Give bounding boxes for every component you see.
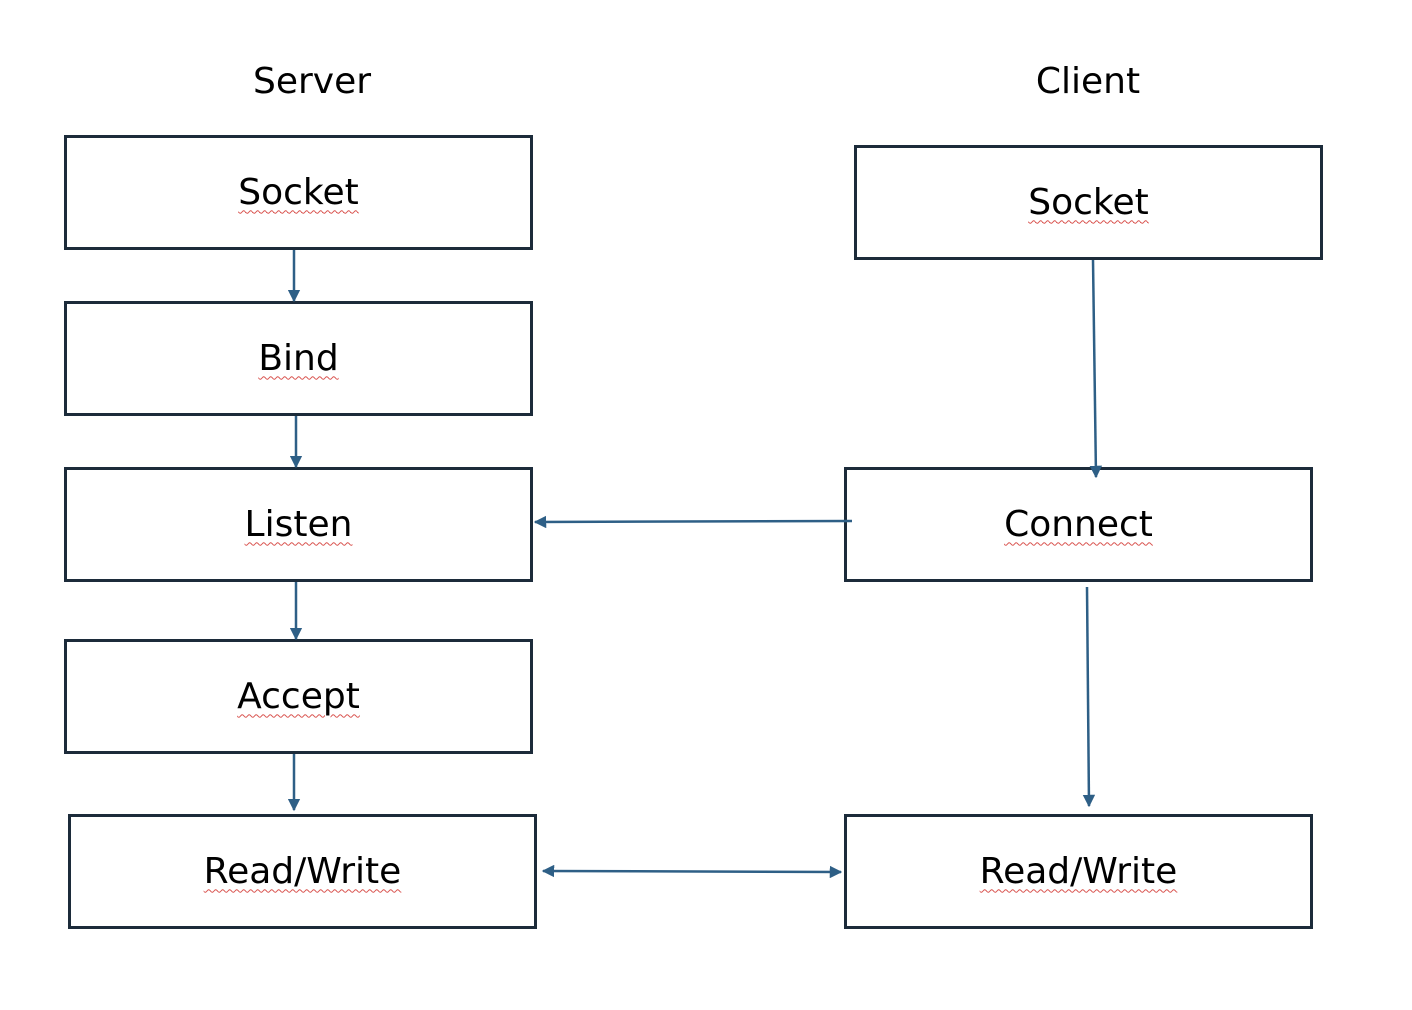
server-socket-box: Socket xyxy=(64,135,533,250)
server-accept-box: Accept xyxy=(64,639,533,754)
client-connect-box: Connect xyxy=(844,467,1313,582)
server-socket-label: Socket xyxy=(238,171,359,213)
arrow-readwrite-bidirectional xyxy=(541,864,843,879)
client-readwrite-label: Read/Write xyxy=(979,850,1178,892)
client-readwrite-box: Read/Write xyxy=(844,814,1313,929)
server-readwrite-label: Read/Write xyxy=(203,850,402,892)
server-listen-label: Listen xyxy=(244,503,353,545)
server-accept-label: Accept xyxy=(237,675,360,717)
client-connect-label: Connect xyxy=(1004,503,1153,545)
server-listen-box: Listen xyxy=(64,467,533,582)
arrow-connect-to-client-readwrite xyxy=(1082,586,1096,808)
client-socket-box: Socket xyxy=(854,145,1323,260)
client-column-title: Client xyxy=(1035,61,1141,102)
server-bind-label: Bind xyxy=(258,337,339,379)
arrow-client-socket-to-connect xyxy=(1089,259,1103,479)
server-column-title: Server xyxy=(252,61,372,102)
server-bind-box: Bind xyxy=(64,301,533,416)
arrow-connect-to-listen xyxy=(533,515,853,529)
server-readwrite-box: Read/Write xyxy=(68,814,537,929)
client-socket-label: Socket xyxy=(1028,181,1149,223)
